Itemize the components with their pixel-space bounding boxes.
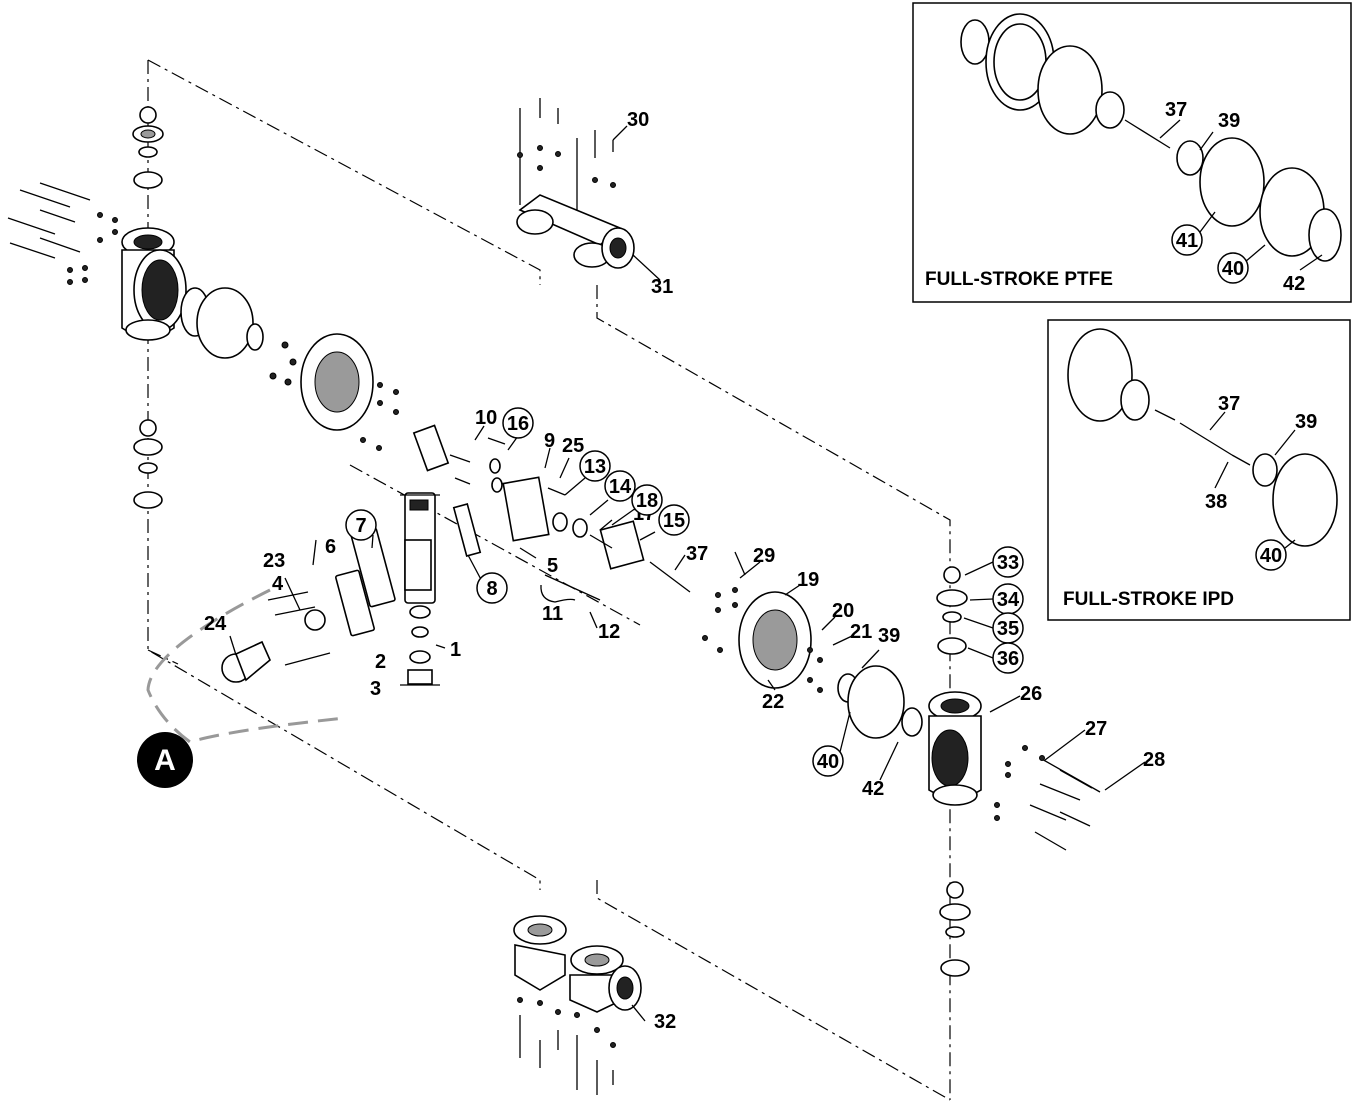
center-section <box>335 437 691 686</box>
part-label-circled: 40 <box>1222 258 1244 280</box>
part-label: 37 <box>1165 99 1187 121</box>
part-label-circled: 40 <box>1260 545 1282 567</box>
callout-a-group <box>137 588 346 788</box>
part-label: 26 <box>1020 683 1042 705</box>
part-label: 3 <box>370 678 381 700</box>
part-label: 38 <box>1205 491 1227 513</box>
part-label: 37 <box>1218 393 1240 415</box>
inset-full-stroke-ptfe <box>912 2 1352 303</box>
left-bolts <box>7 182 118 285</box>
part-label: 42 <box>862 778 884 800</box>
left-lower-check-stack <box>133 419 163 509</box>
ptfe-inset-title: FULL-STROKE PTFE <box>925 269 1113 290</box>
part-label: 39 <box>1218 110 1240 132</box>
part-label: 22 <box>762 691 784 713</box>
part-label: 12 <box>598 621 620 643</box>
part-label-circled: 36 <box>997 648 1019 670</box>
inset-ptfe-labels: 37 39 41 40 42 <box>1165 99 1305 295</box>
right-fluid-chamber <box>928 691 982 806</box>
part-label-circled: 35 <box>997 618 1019 640</box>
callout-letter: A <box>154 744 176 777</box>
part-label: 25 <box>562 435 584 457</box>
part-label: 31 <box>651 276 673 298</box>
left-upper-check-stack <box>132 106 164 189</box>
part-label: 29 <box>753 545 775 567</box>
inset-titles: FULL-STROKE PTFE FULL-STROKE IPD <box>925 269 1234 610</box>
part-label-circled: 14 <box>609 476 632 498</box>
plain-part-labels: 1 2 3 4 5 6 9 10 11 12 17 19 20 21 22 23… <box>204 109 1165 1033</box>
part-label-circled: 15 <box>663 510 685 532</box>
ipd-inset-title: FULL-STROKE IPD <box>1063 589 1234 610</box>
part-label: 24 <box>204 613 227 635</box>
part-label: 10 <box>475 407 497 429</box>
part-label-circled: 7 <box>355 515 366 537</box>
callout-a-label: A <box>154 744 176 777</box>
part-label: 32 <box>654 1011 676 1033</box>
circled-part-labels: 7 8 13 14 15 16 18 33 34 35 36 40 <box>345 407 1024 777</box>
part-label: 27 <box>1085 718 1107 740</box>
part-label-circled: 34 <box>997 589 1020 611</box>
part-label: 19 <box>797 569 819 591</box>
part-label: 20 <box>832 600 854 622</box>
part-label: 39 <box>878 625 900 647</box>
part-label: 39 <box>1295 411 1317 433</box>
right-upper-check-stack <box>936 566 968 655</box>
part-label: 30 <box>627 109 649 131</box>
part-label-circled: 40 <box>817 751 839 773</box>
part-label-circled: 13 <box>584 456 606 478</box>
part-label: 23 <box>263 550 285 572</box>
part-label: 1 <box>450 639 461 661</box>
bottom-manifold <box>513 915 642 1095</box>
assembly-guide-lines <box>147 59 951 1101</box>
left-diaphragm-assembly <box>180 287 450 472</box>
part-label: 37 <box>686 543 708 565</box>
part-label-circled: 8 <box>486 578 497 600</box>
inset-ipd-labels: 37 39 38 40 <box>1205 393 1317 571</box>
leader-lines <box>229 125 1146 1022</box>
part-label: 9 <box>544 430 555 452</box>
part-label: 42 <box>1283 273 1305 295</box>
part-label: 2 <box>375 651 386 673</box>
part-label: 28 <box>1143 749 1165 771</box>
part-label: 6 <box>325 536 336 558</box>
part-label-circled: 41 <box>1176 230 1198 252</box>
top-manifold <box>516 98 635 269</box>
right-diaphragm-assembly <box>702 587 923 739</box>
part-label-circled: 33 <box>997 552 1019 574</box>
part-label: 5 <box>547 555 558 577</box>
part-label-circled: 16 <box>507 413 529 435</box>
muffler-assembly <box>221 591 331 683</box>
part-label: 4 <box>272 573 284 595</box>
part-label: 21 <box>850 621 872 643</box>
right-lower-check-stack <box>939 881 971 977</box>
part-label-circled: 18 <box>636 490 658 512</box>
part-label: 11 <box>542 603 563 625</box>
inset-full-stroke-ipd <box>1047 319 1351 621</box>
left-fluid-chamber <box>121 227 187 341</box>
right-bolts <box>994 745 1101 851</box>
